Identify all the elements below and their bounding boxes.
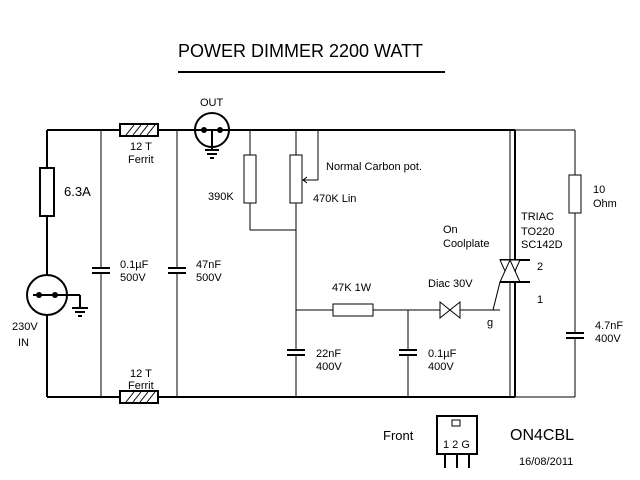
package-pins: 1 2 G [443, 439, 470, 451]
input-voltage: 230V [12, 321, 38, 333]
c2-value: 47nF [196, 259, 221, 271]
diac-label: Diac 30V [428, 278, 473, 290]
triac [492, 258, 530, 311]
triac-part: SC142D [521, 239, 563, 251]
to220-package-icon [436, 415, 478, 468]
ferrit-top-label: Ferrit [128, 154, 154, 166]
on-label: On [443, 224, 458, 236]
pot-value: 470K Lin [313, 193, 356, 205]
triac-pin1: 1 [537, 294, 543, 306]
title: POWER DIMMER 2200 WATT [178, 41, 423, 61]
triac-package: TO220 [521, 226, 554, 238]
snubber-r-unit: Ohm [593, 198, 617, 210]
capacitor-c2 [168, 130, 186, 397]
r47k-label: 47K 1W [332, 282, 372, 294]
potentiometer [289, 130, 319, 310]
pot-note: Normal Carbon pot. [326, 161, 422, 173]
coolplate-label: Coolplate [443, 238, 489, 250]
input-socket [26, 274, 88, 317]
triac-title: TRIAC [521, 211, 554, 223]
fuse-label: 6.3A [64, 184, 91, 199]
snubber-c-voltage: 400V [595, 333, 621, 345]
snubber-r-value: 10 [593, 184, 605, 196]
input-label: IN [18, 337, 29, 349]
c1-value: 0.1µF [120, 259, 149, 271]
triac-pin2: 2 [537, 261, 543, 273]
c2-voltage: 500V [196, 272, 222, 284]
front-label: Front [383, 428, 414, 443]
capacitor-c4 [399, 310, 417, 397]
r390k-label: 390K [208, 191, 234, 203]
c3-value: 22nF [316, 348, 341, 360]
c4-voltage: 400V [428, 361, 454, 373]
ferrit-bottom-label: Ferrit [128, 380, 154, 392]
ferrit-top [119, 123, 159, 137]
ferrit-top-turns: 12 T [130, 141, 152, 153]
c3-voltage: 400V [316, 361, 342, 373]
diac [439, 300, 500, 320]
capacitor-c1 [92, 130, 110, 397]
c4-value: 0.1µF [428, 348, 457, 360]
callsign: ON4CBL [510, 427, 574, 444]
fuse [39, 167, 55, 217]
c1-voltage: 500V [120, 272, 146, 284]
resistor-390k [243, 130, 296, 231]
snubber [515, 129, 584, 398]
out-label: OUT [200, 97, 224, 109]
output-socket [194, 112, 230, 159]
snubber-c-value: 4.7nF [595, 320, 623, 332]
resistor-47k [296, 303, 440, 317]
ferrit-bottom-turns: 12 T [130, 368, 152, 380]
capacitor-c3 [287, 310, 305, 397]
date: 16/08/2011 [519, 456, 573, 468]
triac-gate: g [487, 317, 493, 329]
ferrit-bottom [119, 390, 159, 404]
